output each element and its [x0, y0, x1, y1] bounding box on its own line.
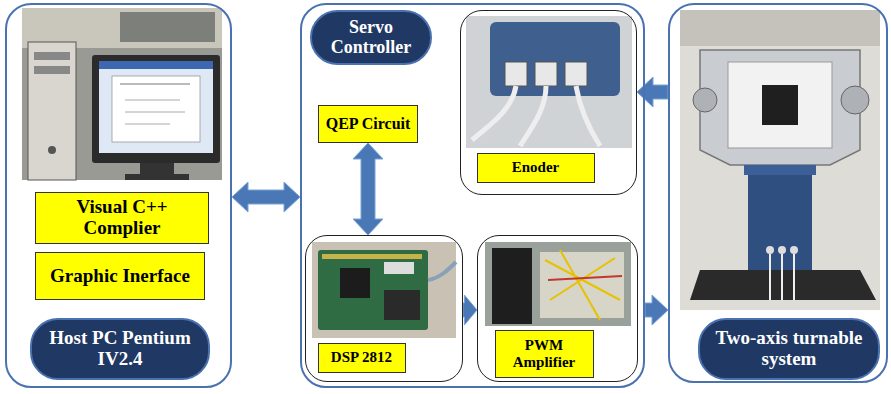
box-label: DSP 2812 [331, 349, 392, 366]
block-arrow [637, 77, 668, 107]
title-pill: Two-axis turnable system [698, 318, 880, 380]
box-label: Servo Controller [320, 18, 422, 58]
box-label: Two-axis turnable system [708, 328, 870, 370]
title-pill: Servo Controller [310, 10, 432, 65]
box-label: Graphic Inerface [50, 266, 190, 287]
photo-frame: Enoder [460, 10, 637, 195]
block-arrow [645, 295, 668, 325]
label-box: Visual C++ Complier [35, 192, 209, 244]
panel: Visual C++ ComplierGraphic InerfaceHost … [5, 3, 232, 388]
box-label: Visual C++ Complier [40, 197, 204, 239]
label-box: QEP Circuit [318, 105, 418, 143]
photo-frame: DSP 2812 [305, 235, 463, 382]
block-arrow [463, 295, 477, 325]
box-label: PWM Amplifier [500, 337, 589, 370]
dsp-board-photo [312, 242, 456, 338]
pwm-amplifier-photo [485, 242, 631, 326]
turntable-photo [680, 10, 880, 310]
host-pc-photo [22, 8, 222, 180]
panel: Servo ControllerQEP CircuitEnoderDSP 281… [300, 3, 645, 388]
title-pill: Host PC Pentium IV2.4 [30, 318, 210, 380]
panel: Two-axis turnable system [668, 3, 888, 383]
block-arrow [232, 182, 300, 212]
label-box: PWM Amplifier [495, 330, 594, 378]
label-box: DSP 2812 [318, 343, 406, 373]
box-label: QEP Circuit [326, 115, 411, 133]
box-label: Host PC Pentium IV2.4 [40, 328, 200, 370]
label-box: Graphic Inerface [35, 252, 205, 300]
block-arrow [353, 143, 383, 235]
photo-frame: PWM Amplifier [477, 235, 638, 382]
encoder-photo [466, 16, 632, 148]
label-box: Enoder [477, 153, 595, 183]
box-label: Enoder [512, 159, 560, 176]
